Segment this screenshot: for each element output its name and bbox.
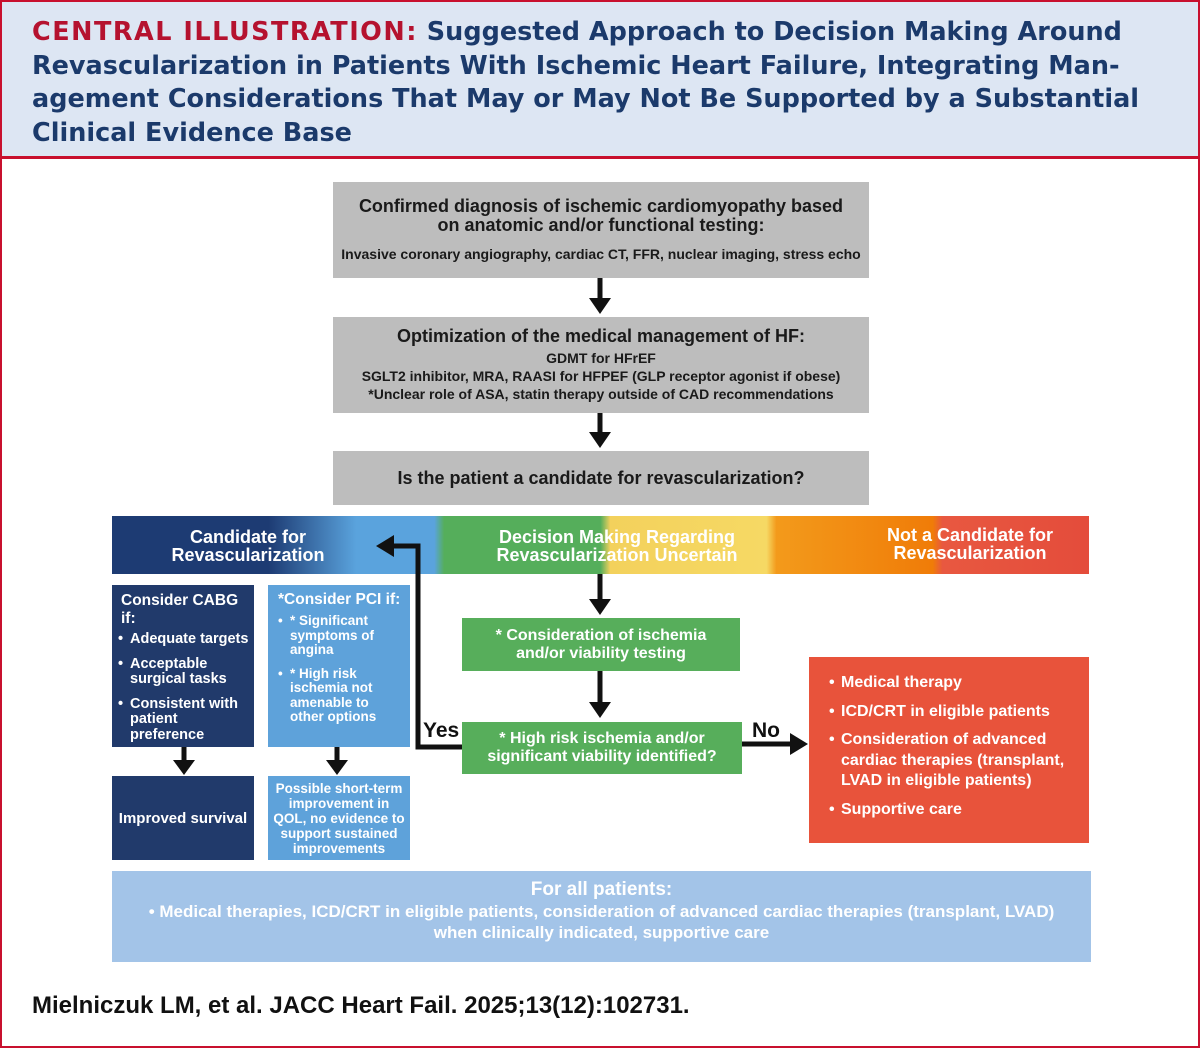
pci-criteria-list: * Significant symptoms of angina * High …	[274, 613, 406, 725]
pci-box: *Consider PCI if: * Significant symptoms…	[268, 585, 410, 747]
no-label: No	[752, 719, 780, 742]
citation: Mielniczuk LM, et al. JACC Heart Fail. 2…	[32, 992, 690, 1019]
cabg-item-targets: Adequate targets	[114, 631, 250, 648]
pci-outcome: Possible short-term improvement in QOL, …	[273, 780, 405, 856]
not-candidate-list: Medical therapy ICD/CRT in eligible pati…	[825, 673, 1081, 820]
diagnosis-line-1: Confirmed diagnosis of ischemic cardiomy…	[358, 196, 844, 216]
optimization-title: Optimization of the medical management o…	[396, 326, 806, 346]
page-title: CENTRAL ILLUSTRATION: Suggested Approach…	[32, 16, 1182, 150]
band-candidate-line-1: Candidate for	[189, 527, 306, 547]
cabg-item-preference: Consistent with patient preference	[114, 696, 250, 744]
pci-item-angina: * Significant symptoms of angina	[274, 613, 406, 658]
viability-testing: * Consideration of ischemia and/or viabi…	[495, 626, 707, 662]
not-candidate-item-icd: ICD/CRT in eligible patients	[825, 702, 1081, 723]
viability-decision: * High risk ischemia and/or significant …	[487, 730, 717, 765]
cabg-outcome-box: Improved survival	[112, 776, 254, 860]
viability-testing-box: * Consideration of ischemia and/or viabi…	[462, 618, 740, 671]
arrow-cabg-to-outcome	[173, 747, 195, 775]
band-not-candidate-label: Not a Candidate for Revascularization	[872, 526, 1068, 562]
pci-heading: *Consider PCI if:	[278, 591, 401, 608]
diagnosis-line-2: on anatomic and/or functional testing:	[437, 215, 765, 235]
not-candidate-item-advanced: Consideration of advanced cardiac therap…	[825, 730, 1081, 792]
cabg-item-surgical: Acceptable surgical tasks	[114, 656, 250, 688]
cabg-outcome: Improved survival	[118, 809, 248, 827]
viability-decision-box: * High risk ischemia and/or significant …	[462, 722, 742, 774]
arrow-pci-to-outcome	[326, 747, 348, 775]
title-line-1: Suggested Approach to Decision Making Ar…	[426, 17, 1122, 47]
arrow-optimization-to-question	[589, 413, 611, 448]
arrow-diagnosis-to-optimization	[589, 278, 611, 314]
yes-label: Yes	[423, 719, 460, 742]
optimization-line-2: SGLT2 inhibitor, MRA, RAASI for HFPEF (G…	[361, 368, 841, 384]
pci-item-ischemia: * High risk ischemia not amenable to oth…	[274, 666, 406, 725]
candidate-question: Is the patient a candidate for revascula…	[397, 467, 805, 488]
title-line-4: Clinical Evidence Base	[32, 117, 352, 148]
optimization-box: Optimization of the medical management o…	[333, 317, 869, 413]
diagnosis-box: Confirmed diagnosis of ischemic cardiomy…	[333, 182, 869, 278]
band-not-line-2: Revascularization	[893, 543, 1047, 563]
optimization-line-3: *Unclear role of ASA, statin therapy out…	[368, 386, 834, 402]
band-uncertain-label: Decision Making Regarding Revascularizat…	[472, 528, 762, 564]
cabg-criteria-list: Adequate targets Acceptable surgical tas…	[114, 631, 250, 744]
diagnosis-detail: Invasive coronary angiography, cardiac C…	[341, 246, 861, 262]
not-candidate-item-medical: Medical therapy	[825, 673, 1081, 694]
band-candidate-label: Candidate for Revascularization	[142, 528, 354, 564]
candidacy-band	[112, 516, 1089, 574]
not-candidate-item-supportive: Supportive care	[825, 800, 1081, 821]
not-candidate-box: Medical therapy ICD/CRT in eligible pati…	[809, 657, 1089, 843]
cabg-heading: Consider CABG if:	[121, 592, 239, 627]
all-patients-heading: For all patients:	[530, 879, 673, 900]
title-line-3: agement Considerations That May or May N…	[32, 84, 1140, 114]
optimization-line-1: GDMT for HFrEF	[546, 350, 656, 366]
all-patients-box: For all patients: • Medical therapies, I…	[112, 871, 1091, 962]
header: CENTRAL ILLUSTRATION: Suggested Approach…	[2, 2, 1198, 159]
all-patients-body-2: when clinically indicated, supportive ca…	[433, 923, 770, 942]
all-patients-body-1: • Medical therapies, ICD/CRT in eligible…	[148, 902, 1055, 921]
candidate-question-box: Is the patient a candidate for revascula…	[333, 451, 869, 505]
title-prefix: CENTRAL ILLUSTRATION:	[32, 17, 418, 47]
band-candidate-line-2: Revascularization	[171, 545, 325, 565]
arrow-band-to-testing	[589, 574, 611, 615]
band-not-line-1: Not a Candidate for	[886, 525, 1053, 545]
arrow-testing-to-decision	[589, 671, 611, 718]
cabg-box: Consider CABG if: Adequate targets Accep…	[112, 585, 254, 747]
band-uncertain-line-1: Decision Making Regarding	[498, 527, 736, 547]
pci-outcome-box: Possible short-term improvement in QOL, …	[268, 776, 410, 860]
band-uncertain-line-2: Revascularization Uncertain	[496, 545, 738, 565]
title-line-2: Revascularization in Patients With Ische…	[32, 50, 1120, 81]
